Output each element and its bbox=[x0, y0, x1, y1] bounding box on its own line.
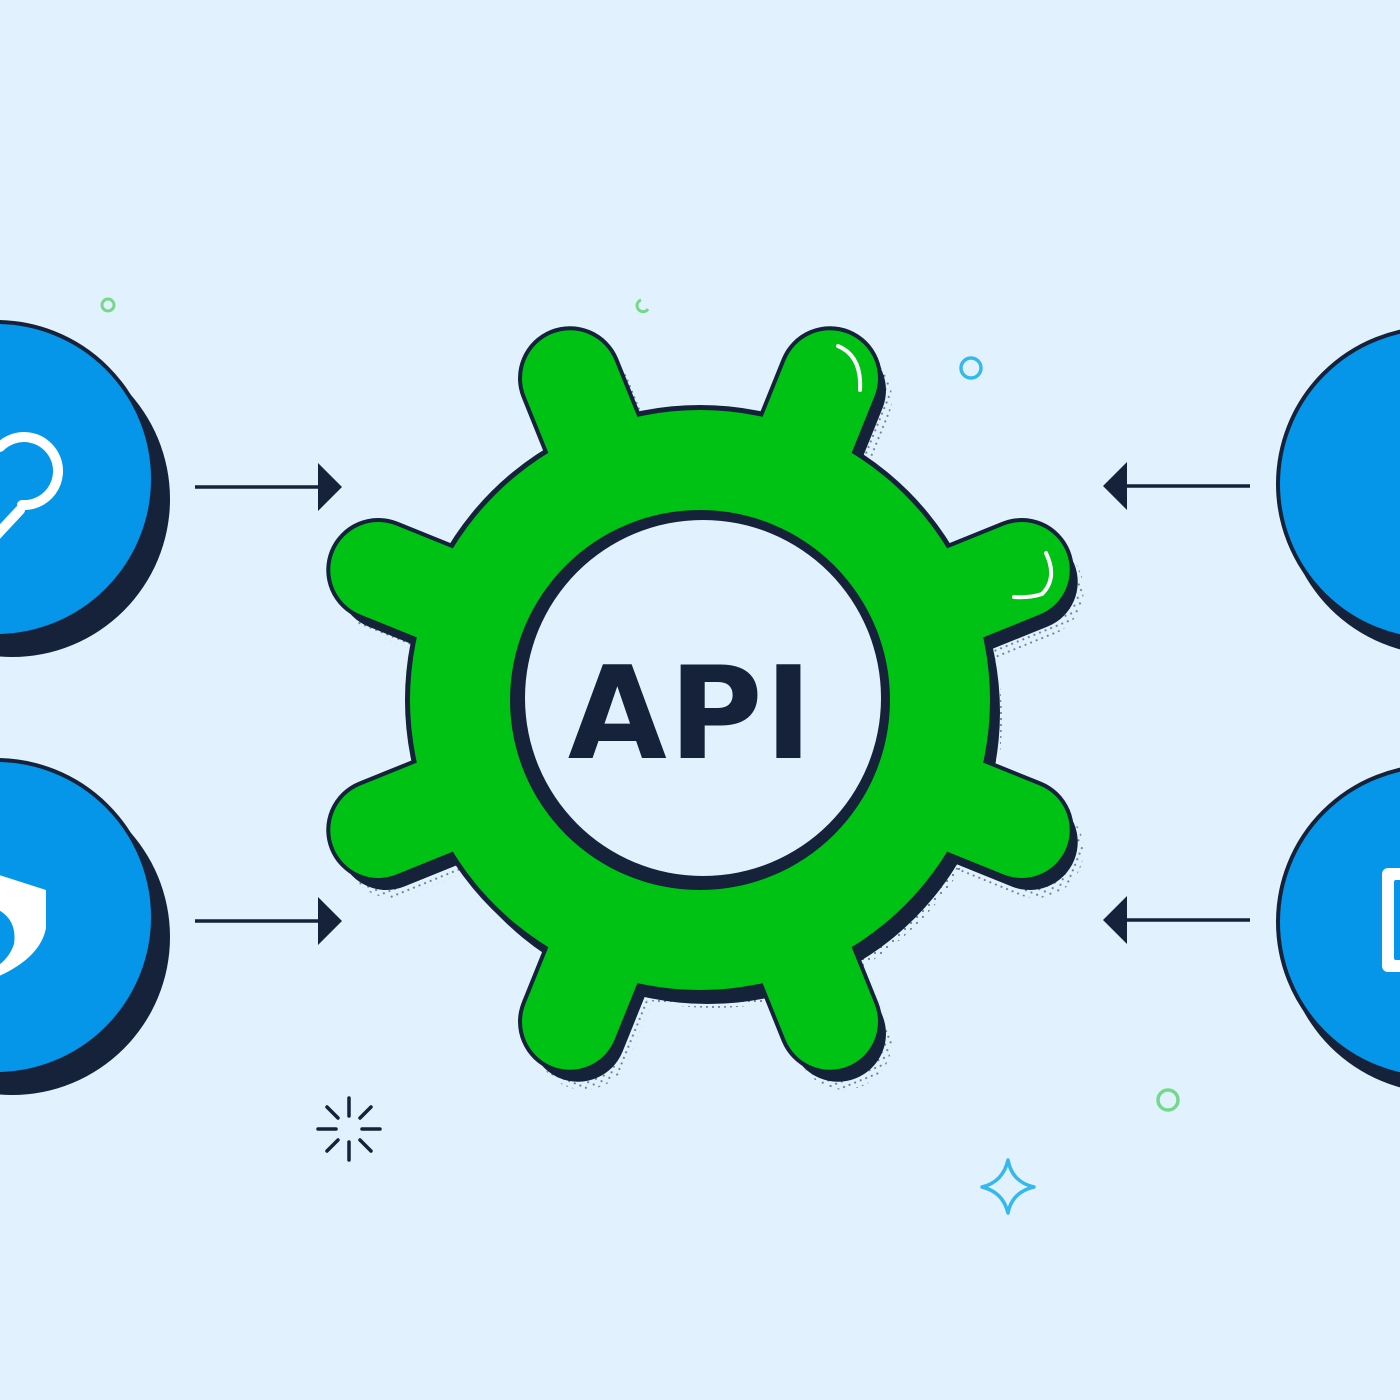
connector-left-bottom bbox=[195, 897, 342, 945]
sparkle-ring-green-bottom-right bbox=[1156, 1088, 1180, 1112]
connector-right-top bbox=[1103, 462, 1250, 510]
node-document bbox=[1276, 767, 1400, 1088]
node-right-top bbox=[1276, 329, 1400, 650]
sparkle-burst bbox=[316, 1096, 382, 1162]
sparkle-ring-green-top-left bbox=[100, 297, 116, 313]
node-shield bbox=[0, 758, 170, 1095]
sparkle-star-blue bbox=[980, 1158, 1036, 1215]
sparkle-ring-blue-top-right bbox=[959, 356, 983, 380]
connector-left-top bbox=[195, 463, 342, 511]
gear-highlights bbox=[836, 344, 1054, 600]
api-label: API bbox=[568, 640, 815, 789]
gear-hole bbox=[510, 510, 890, 890]
search-icon bbox=[0, 432, 63, 539]
node-search bbox=[0, 320, 170, 657]
sparkle-arc-green-top bbox=[635, 298, 650, 314]
shield-icon bbox=[0, 875, 46, 976]
api-gear: API bbox=[326, 326, 1084, 1090]
document-icon bbox=[1382, 868, 1400, 972]
connector-right-bottom bbox=[1103, 896, 1250, 944]
